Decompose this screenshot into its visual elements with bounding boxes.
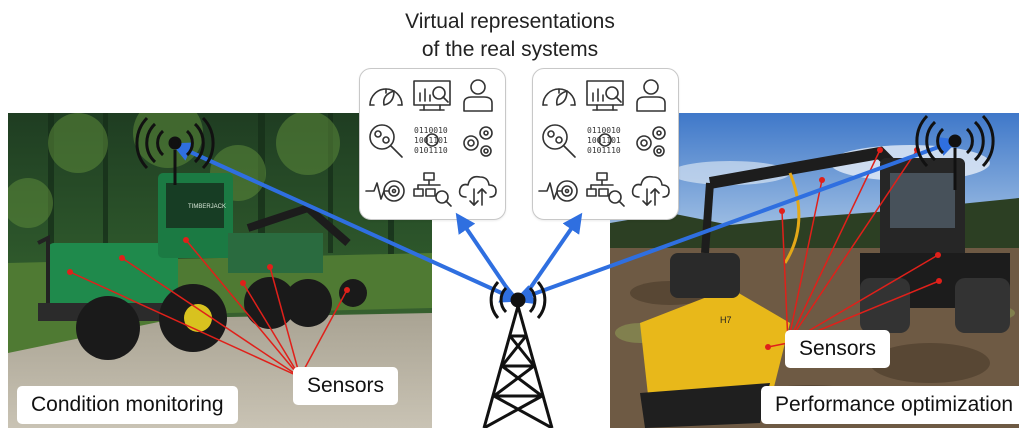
head-decal: H7 [720, 315, 732, 325]
dashboard-chart-icon [410, 75, 454, 115]
svg-text:1001101: 1001101 [414, 136, 448, 145]
speedometer-leaf-icon [537, 75, 581, 115]
speedometer-leaf-icon [364, 75, 408, 115]
title-line-2: of the real systems [421, 38, 599, 61]
svg-text:0110010: 0110010 [587, 126, 621, 135]
pulse-target-icon [537, 169, 581, 209]
brand-decal: TIMBERJACK [188, 204, 226, 210]
person-icon [629, 75, 673, 115]
svg-text:0101110: 0101110 [414, 146, 448, 155]
pulse-target-icon [364, 169, 408, 209]
sensors-label-left: Sensors [293, 367, 399, 405]
gears-icon [456, 121, 500, 161]
hierarchy-search-icon [410, 169, 454, 209]
virtual-representations-title: Virtual representations of the real syst… [360, 8, 660, 64]
hierarchy-search-icon [583, 169, 627, 209]
gears-icon [629, 121, 673, 161]
dashboard-chart-icon [583, 75, 627, 115]
magnifier-gears-icon [364, 121, 408, 161]
cloud-transfer-icon [629, 169, 673, 209]
condition-monitoring-label: Condition monitoring [17, 386, 238, 424]
person-icon [456, 75, 500, 115]
performance-optimization-label: Performance optimization [761, 386, 1019, 424]
cell-tower-icon [482, 281, 554, 428]
svg-text:1001101: 1001101 [587, 136, 621, 145]
svg-text:0110010: 0110010 [414, 126, 448, 135]
svg-text:0101110: 0101110 [587, 146, 621, 155]
sensors-label-right: Sensors [785, 330, 891, 368]
title-line-1: Virtual representations [405, 10, 615, 33]
magnifier-gears-icon [537, 121, 581, 161]
cloud-transfer-icon [456, 169, 500, 209]
